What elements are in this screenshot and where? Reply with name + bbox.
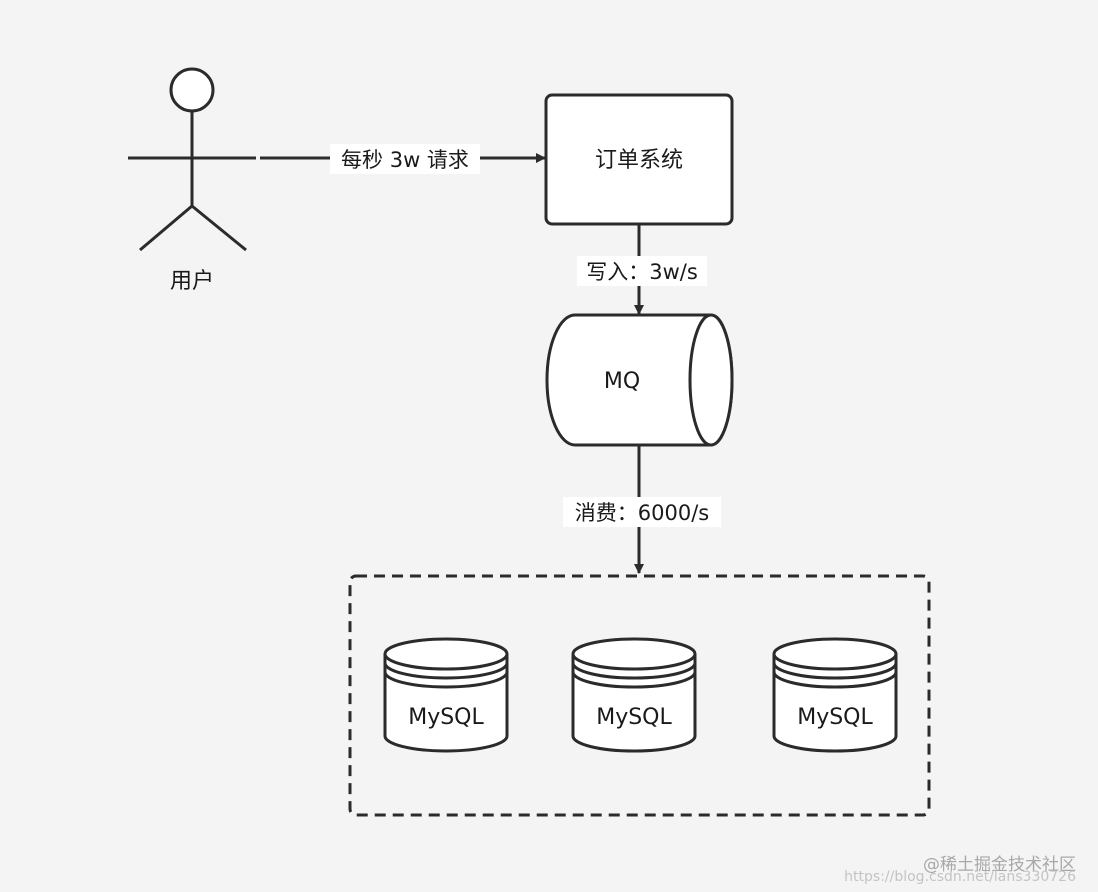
mysql-1-top [383, 637, 509, 671]
consume-edge-label: 消费：6000/s [575, 501, 709, 525]
watermark: @稀土掘金技术社区 https://blog.csdn.net/lans3307… [844, 855, 1076, 885]
mysql-1-ring-1 [383, 662, 509, 680]
mq-node[interactable] [545, 313, 734, 447]
mysql-1-body [383, 654, 509, 753]
consume-edge-label-bg [563, 497, 721, 527]
mysql-1-label: MySQL [408, 705, 484, 730]
mq-label: MQ [604, 369, 640, 394]
actor-head [169, 67, 215, 113]
request-edge-label-bg [330, 144, 480, 174]
actor-right-leg [191, 204, 247, 252]
mysql-3-label: MySQL [797, 705, 873, 730]
mysql-2-top [571, 637, 697, 671]
mysql-3-ring-1 [772, 662, 898, 680]
mysql-1-ring-2 [383, 671, 509, 689]
database-cluster [348, 574, 931, 817]
mysql-node-2[interactable] [571, 637, 697, 753]
watermark-url: https://blog.csdn.net/lans330726 [844, 869, 1076, 885]
actor-label: 用户 [170, 269, 214, 294]
mq-cylinder-end [688, 313, 734, 447]
mysql-node-3[interactable] [772, 637, 898, 753]
request-edge-label: 每秒 3w 请求 [341, 148, 469, 172]
write-edge-label: 写入：3w/s [586, 260, 698, 284]
mysql-2-ring-2 [571, 671, 697, 689]
write-edge-label-bg [577, 256, 707, 286]
watermark-brand: @稀土掘金技术社区 [923, 855, 1076, 875]
mysql-node-1[interactable] [383, 637, 509, 753]
order-system-label: 订单系统 [595, 148, 683, 173]
user-actor [128, 67, 256, 252]
mysql-3-body [772, 654, 898, 753]
mysql-2-label: MySQL [596, 705, 672, 730]
mysql-3-ring-2 [772, 671, 898, 689]
mysql-2-body [571, 654, 697, 753]
mysql-2-ring-1 [571, 662, 697, 680]
actor-left-leg [139, 204, 193, 252]
mysql-3-top [772, 637, 898, 671]
